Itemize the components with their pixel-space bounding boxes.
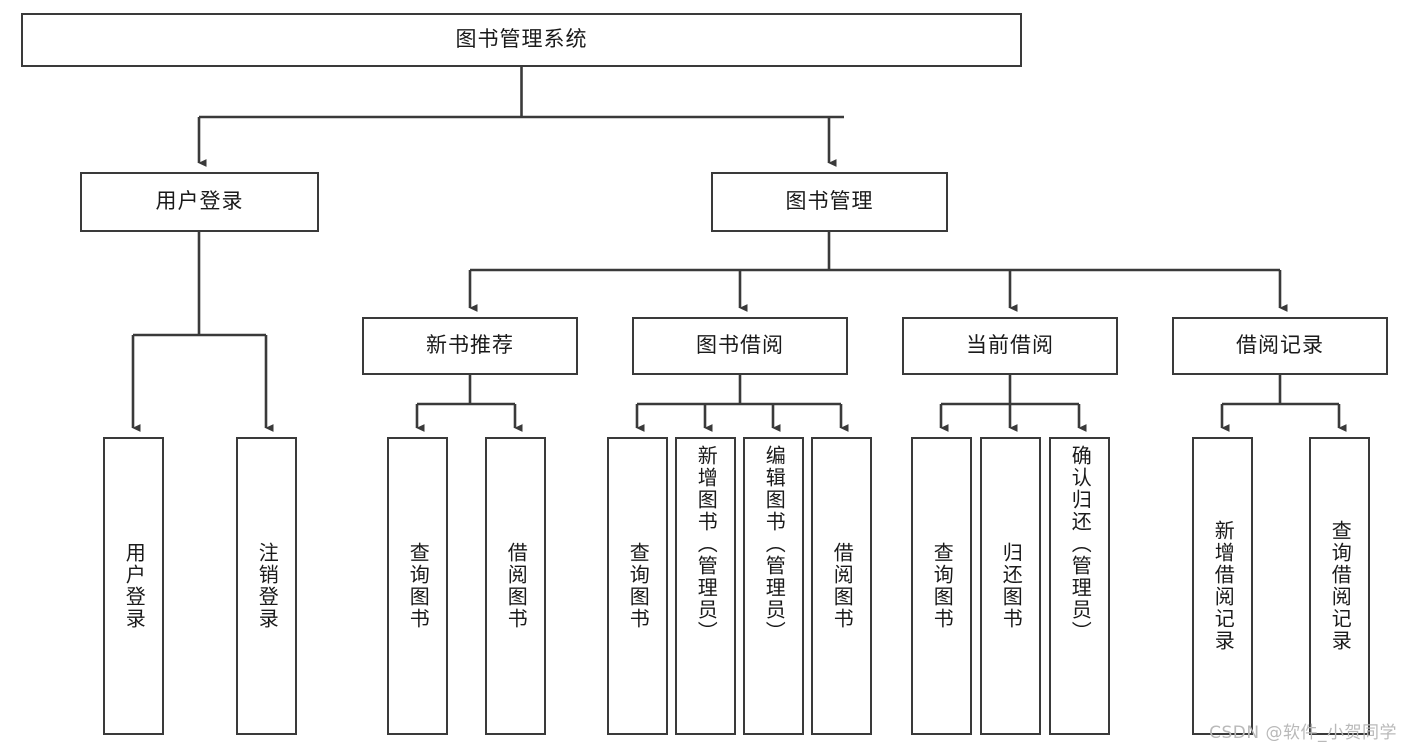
node-label: 查询图书 <box>406 542 431 630</box>
node-label: 新书推荐 <box>426 333 514 358</box>
node-label: 用户登录 <box>122 542 147 630</box>
leaf-borrow-record-query-record[interactable]: 查询借阅记录 <box>1309 437 1370 735</box>
edges-root-to-level2 <box>197 67 844 167</box>
node-current-borrow[interactable]: 当前借阅 <box>902 317 1118 375</box>
node-label: 新增图书（管理员） <box>694 445 719 643</box>
node-label: 借阅图书 <box>504 542 529 630</box>
leaf-current-borrow-return-book[interactable]: 归还图书 <box>980 437 1041 735</box>
node-label: 新增借阅记录 <box>1211 520 1236 652</box>
edges-borrowrecord-to-leaves <box>1220 375 1347 432</box>
leaf-borrow-record-add-record[interactable]: 新增借阅记录 <box>1192 437 1253 735</box>
node-label: 当前借阅 <box>966 333 1054 358</box>
node-label: 查询图书 <box>930 542 955 630</box>
node-book-management[interactable]: 图书管理 <box>711 172 948 232</box>
leaf-book-borrow-add-book-admin[interactable]: 新增图书（管理员） <box>675 437 736 735</box>
leaf-user-login-logout[interactable]: 注销登录 <box>236 437 297 735</box>
watermark-text: CSDN @软件_小贺同学 <box>1209 723 1397 743</box>
node-label: 用户登录 <box>155 189 244 214</box>
node-new-book-recommend[interactable]: 新书推荐 <box>362 317 578 375</box>
edges-bookborrow-to-leaves <box>635 375 849 432</box>
node-label: 图书管理 <box>785 189 874 214</box>
node-label: 借阅图书 <box>830 542 855 630</box>
leaf-book-borrow-query-book[interactable]: 查询图书 <box>607 437 668 735</box>
leaf-current-borrow-query-book[interactable]: 查询图书 <box>911 437 972 735</box>
leaf-book-borrow-edit-book-admin[interactable]: 编辑图书（管理员） <box>743 437 804 735</box>
node-label: 查询借阅记录 <box>1328 520 1353 652</box>
edges-newbook-to-leaves <box>415 375 523 432</box>
leaf-user-login-login[interactable]: 用户登录 <box>103 437 164 735</box>
edges-userlogin-to-leaves <box>131 232 274 432</box>
node-label: 编辑图书（管理员） <box>762 445 787 643</box>
node-label: 图书借阅 <box>696 333 784 358</box>
leaf-current-borrow-confirm-return-admin[interactable]: 确认归还（管理员） <box>1049 437 1110 735</box>
node-label: 注销登录 <box>255 542 280 630</box>
node-book-borrow[interactable]: 图书借阅 <box>632 317 848 375</box>
node-label: 图书管理系统 <box>455 27 588 52</box>
leaf-new-book-borrow-book[interactable]: 借阅图书 <box>485 437 546 735</box>
node-borrow-record[interactable]: 借阅记录 <box>1172 317 1388 375</box>
edges-currentborrow-to-leaves <box>939 375 1087 432</box>
node-label: 查询图书 <box>626 542 651 630</box>
node-label: 归还图书 <box>999 542 1024 630</box>
edges-booksmgmt-to-level3 <box>468 232 1288 312</box>
node-label: 确认归还（管理员） <box>1068 445 1093 643</box>
leaf-new-book-query-book[interactable]: 查询图书 <box>387 437 448 735</box>
node-label: 借阅记录 <box>1236 333 1324 358</box>
leaf-book-borrow-borrow-book[interactable]: 借阅图书 <box>811 437 872 735</box>
node-root-book-management-system[interactable]: 图书管理系统 <box>21 13 1022 67</box>
node-user-login[interactable]: 用户登录 <box>80 172 319 232</box>
